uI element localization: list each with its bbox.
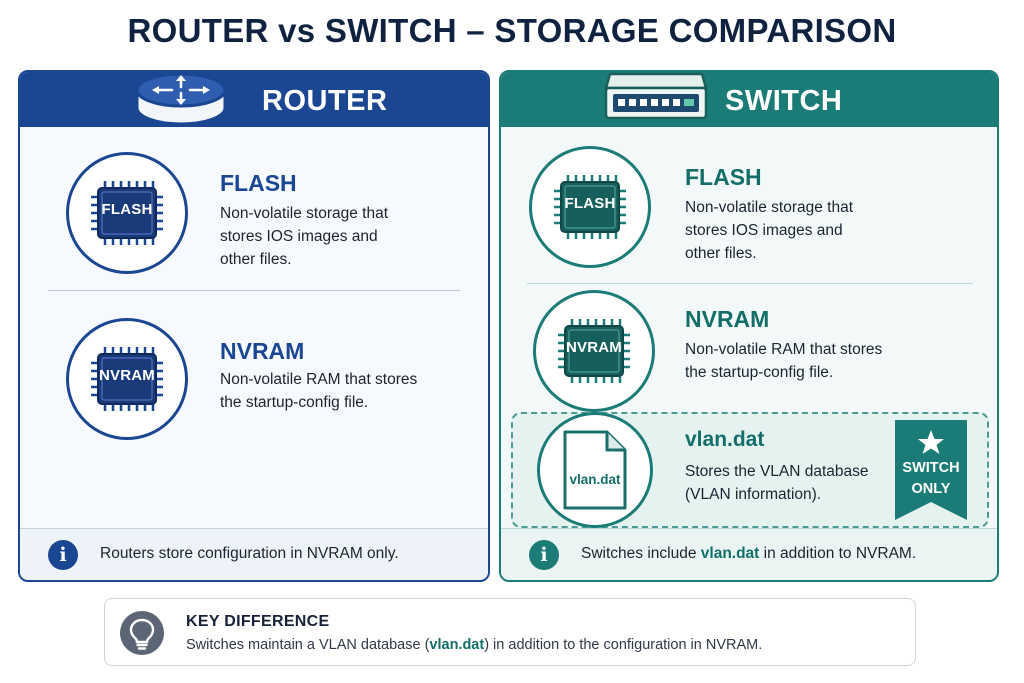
file-icon (563, 430, 627, 510)
vlan-file-label: vlan.dat (569, 472, 621, 487)
flash-chip-circle: FLASH (529, 146, 651, 268)
switch-divider (527, 283, 973, 284)
switch-panel: SWITCH FLASH (499, 70, 999, 582)
chip-label: FLASH (101, 201, 153, 218)
chip-icon (554, 175, 626, 239)
router-panel: ROUTER FLASH (18, 70, 490, 582)
switch-footer-text: Switches include vlan.dat in addition to… (581, 545, 917, 562)
router-footer-text: Routers store configuration in NVRAM onl… (100, 545, 399, 562)
info-icon: i (529, 540, 559, 570)
chip-label: FLASH (564, 195, 616, 212)
router-flash-title: FLASH (220, 170, 297, 196)
router-header: ROUTER (20, 72, 488, 127)
router-flash-description: Non-volatile storage that stores IOS ima… (220, 205, 389, 268)
switch-only-badge-text: SWITCH ONLY (902, 460, 960, 497)
router-title: ROUTER (262, 85, 388, 117)
chip-icon (91, 347, 163, 411)
router-footer: i Routers store configuration in NVRAM o… (20, 528, 488, 580)
switch-title: SWITCH (725, 85, 843, 117)
switch-header: SWITCH (501, 72, 997, 127)
key-difference-title: KEY DIFFERENCE (186, 613, 330, 630)
chip-label: NVRAM (99, 367, 155, 384)
vlan-description: Stores the VLAN database (VLAN informati… (685, 463, 869, 503)
switch-nvram-description: Non-volatile RAM that stores the startup… (685, 341, 883, 381)
lightbulb-icon (120, 611, 164, 655)
key-difference-text: Switches maintain a VLAN database (vlan.… (186, 637, 763, 653)
router-icon (135, 72, 227, 126)
nvram-chip-circle: NVRAM (533, 290, 655, 412)
chip-icon (91, 181, 163, 245)
chip-label: NVRAM (566, 339, 622, 356)
chip-icon (558, 319, 630, 383)
switch-flash-title: FLASH (685, 164, 762, 190)
vlan-title: vlan.dat (685, 428, 765, 451)
info-icon: i (48, 540, 78, 570)
router-nvram-title: NVRAM (220, 338, 305, 364)
star-icon (918, 430, 944, 454)
switch-footer: i Switches include vlan.dat in addition … (501, 528, 997, 580)
vlan-dat-box: vlan.dat vlan.dat Stores the VLAN databa… (511, 412, 989, 528)
switch-icon (604, 72, 708, 120)
router-nvram-description: Non-volatile RAM that stores the startup… (220, 371, 418, 411)
page-title: ROUTER vs SWITCH – STORAGE COMPARISON (127, 12, 897, 49)
nvram-chip-circle: NVRAM (66, 318, 188, 440)
switch-flash-description: Non-volatile storage that stores IOS ima… (685, 199, 854, 262)
switch-only-ribbon (895, 420, 967, 520)
flash-chip-circle: FLASH (66, 152, 188, 274)
key-difference-box: KEY DIFFERENCE Switches maintain a VLAN … (104, 598, 916, 666)
router-divider (48, 290, 460, 291)
switch-nvram-title: NVRAM (685, 306, 770, 332)
